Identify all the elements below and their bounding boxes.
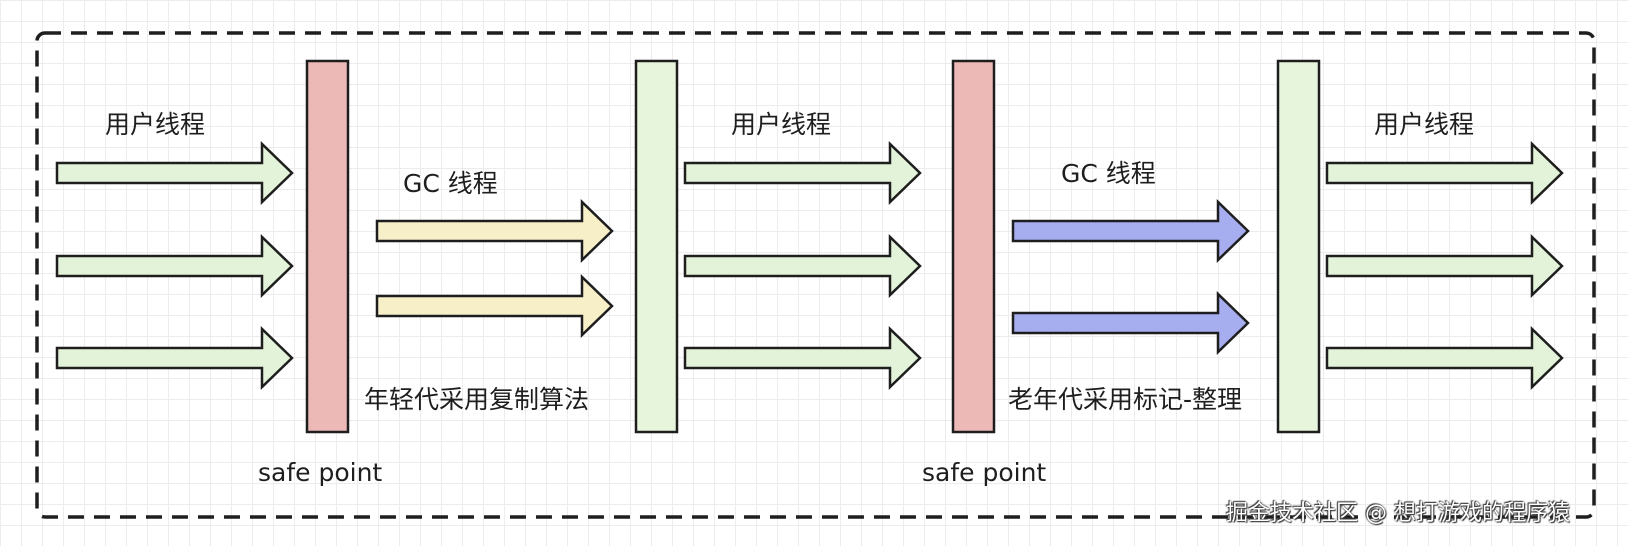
old-gen-desc: 老年代采用标记-整理: [1008, 385, 1243, 414]
user-thread-arrow-5: [683, 234, 922, 298]
user-thread-arrow-9: [1325, 326, 1564, 390]
resume-bar-2: [1276, 59, 1321, 434]
gc-thread-label-1: GC 线程: [403, 169, 498, 198]
user-thread-label-3: 用户线程: [1374, 110, 1475, 139]
safepoint-bar-2: [951, 59, 996, 434]
user-thread-arrow-2: [55, 234, 294, 298]
safe-point-label-2: safe point: [922, 458, 1047, 487]
safe-point-label-1: safe point: [258, 458, 383, 487]
gc-thread-arrow-old-2: [1011, 291, 1250, 355]
gc-thread-label-2: GC 线程: [1061, 159, 1156, 188]
safepoint-bar-1: [305, 59, 350, 434]
user-thread-label-1: 用户线程: [105, 110, 206, 139]
gc-thread-arrow-old-1: [1011, 199, 1250, 263]
user-thread-arrow-3: [55, 326, 294, 390]
user-thread-label-2: 用户线程: [731, 110, 832, 139]
gc-thread-arrow-young-2: [375, 274, 614, 338]
user-thread-arrow-8: [1325, 234, 1564, 298]
user-thread-arrow-7: [1325, 141, 1564, 205]
user-thread-arrow-4: [683, 141, 922, 205]
resume-bar-1: [634, 59, 679, 434]
young-gen-desc: 年轻代采用复制算法: [364, 385, 590, 414]
user-thread-arrow-1: [55, 141, 294, 205]
watermark: 掘金技术社区 @ 想打游戏的程序猿: [1226, 501, 1570, 526]
gc-thread-arrow-young-1: [375, 199, 614, 263]
user-thread-arrow-6: [683, 326, 922, 390]
